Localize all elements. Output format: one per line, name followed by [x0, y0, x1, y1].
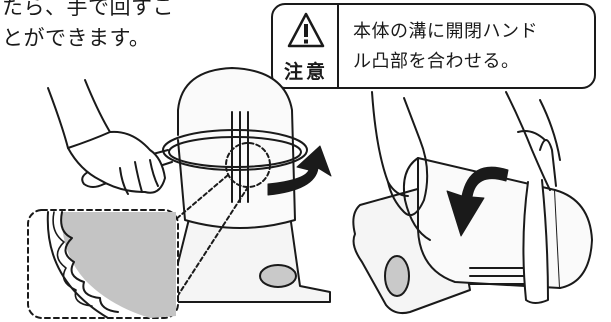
caution-label: 注意	[283, 61, 328, 83]
zoom-detail	[27, 209, 179, 319]
caution-line-2: ル凸部を合わせる。	[353, 51, 520, 72]
opener-right	[522, 139, 557, 304]
instruction-line-1: たら、手で回すこ	[2, 0, 174, 19]
caution-box: 注意 本体の溝に開閉ハンド ル凸部を合わせる。	[271, 3, 596, 89]
caution-line-1: 本体の溝に開閉ハンド	[353, 21, 538, 42]
appliance-left	[149, 67, 331, 303]
warning-icon	[287, 12, 325, 48]
rotate-arrow-down-icon	[446, 166, 509, 237]
hand-left	[47, 79, 166, 195]
caution-message: 本体の溝に開閉ハンド ル凸部を合わせる。	[353, 17, 593, 77]
rotate-arrow-icon	[267, 145, 332, 196]
instruction-text: たら、手で回すこ とができます。	[2, 0, 174, 54]
instruction-line-2: とができます。	[2, 26, 151, 50]
hand-right	[371, 91, 561, 216]
caution-label-cell: 注意	[273, 5, 339, 87]
